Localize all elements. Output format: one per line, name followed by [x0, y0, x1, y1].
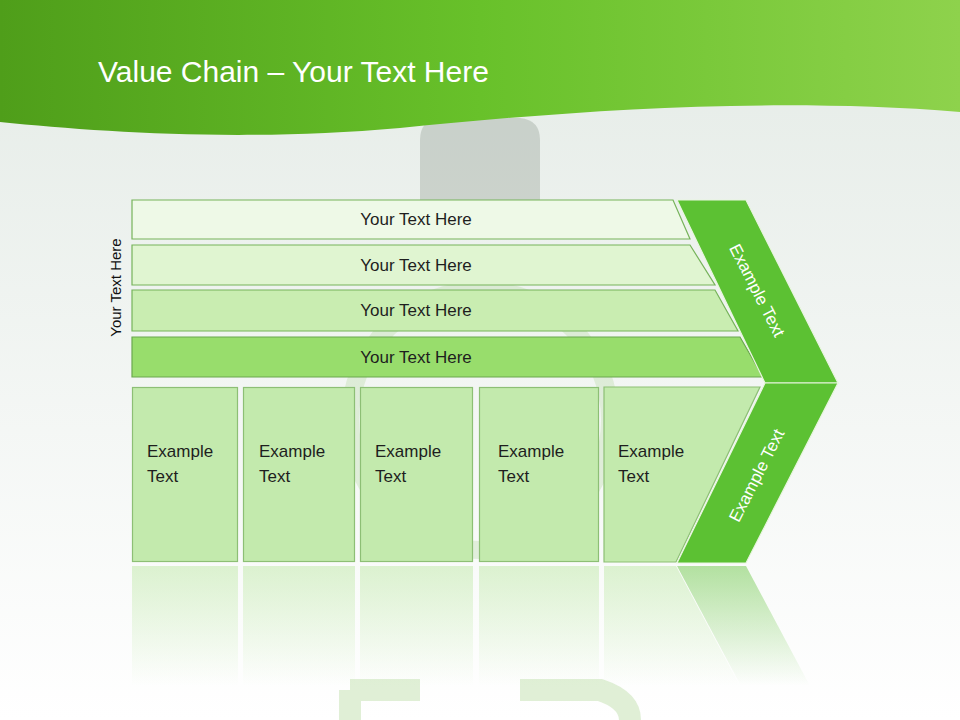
- node-text: Your Text Here: [360, 253, 472, 278]
- activity-bar: Your Text Here: [132, 200, 690, 239]
- header-wave: [0, 0, 960, 135]
- node-text: Example Text: [618, 439, 708, 489]
- node-text: Your Text Here: [360, 207, 472, 232]
- node-fill: [480, 388, 599, 562]
- node-fill: [132, 200, 690, 239]
- activity-box: Example Text: [243, 387, 355, 562]
- margin-chevron: Example Text: [677, 383, 838, 563]
- reflection: [132, 566, 810, 686]
- activity-box: Example Text: [132, 387, 238, 562]
- node-fill: [677, 383, 838, 563]
- node-fill: [132, 245, 715, 285]
- activity-box: Example Text: [479, 387, 599, 562]
- node-text: Example Text: [147, 439, 232, 489]
- node-text: Your Text Here: [360, 298, 472, 323]
- node-text: Your Text Here: [360, 345, 472, 370]
- side-label: Your Text Here: [107, 238, 124, 336]
- activity-bar: Your Text Here: [132, 245, 715, 285]
- node-text: Example Text: [375, 439, 467, 489]
- activity-bar: Your Text Here: [132, 290, 738, 331]
- activity-bar: Your Text Here: [132, 337, 763, 377]
- node-text: Example Text: [259, 439, 349, 489]
- node-fill: [677, 200, 838, 383]
- margin-chevron: Example Text: [677, 200, 838, 383]
- activity-box: Example Text: [360, 387, 473, 562]
- node-fill: [361, 388, 473, 562]
- node-outline: [479, 387, 599, 562]
- node-text: Example Text: [498, 439, 593, 489]
- node-fill: [132, 290, 738, 331]
- node-fill: [244, 388, 355, 562]
- slide-title: Value Chain – Your Text Here: [98, 55, 489, 89]
- node-fill: [132, 337, 763, 377]
- node-fill: [133, 388, 238, 562]
